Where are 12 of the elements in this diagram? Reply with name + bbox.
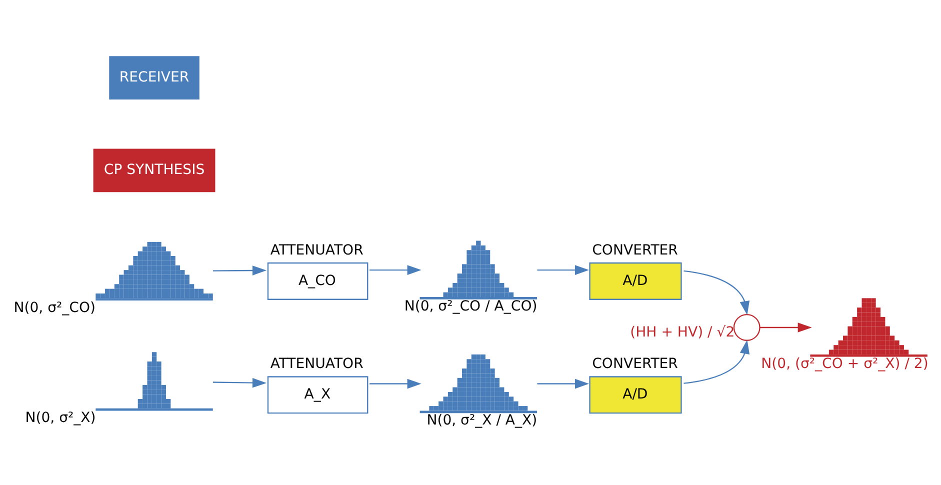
node-label: (HH + HV) / √2	[630, 324, 735, 340]
node-label: N(0, σ²_CO / A_CO)	[404, 298, 538, 315]
node-label: CONVERTER	[592, 242, 678, 258]
label: RECEIVER	[119, 69, 190, 86]
node-label: N(0, σ²_X / A_X)	[426, 412, 538, 428]
node-label: N(0, (σ²_CO + σ²_X) / 2)	[761, 356, 928, 372]
node-label: ATTENUATOR	[270, 356, 364, 372]
node-label: CONVERTER	[592, 356, 678, 372]
node-label: N(0, σ²_CO)	[14, 300, 96, 316]
label: CP SYNTHESIS	[104, 162, 205, 178]
node-label: ATTENUATOR	[270, 242, 364, 258]
node-label: N(0, σ²_X)	[25, 410, 96, 426]
